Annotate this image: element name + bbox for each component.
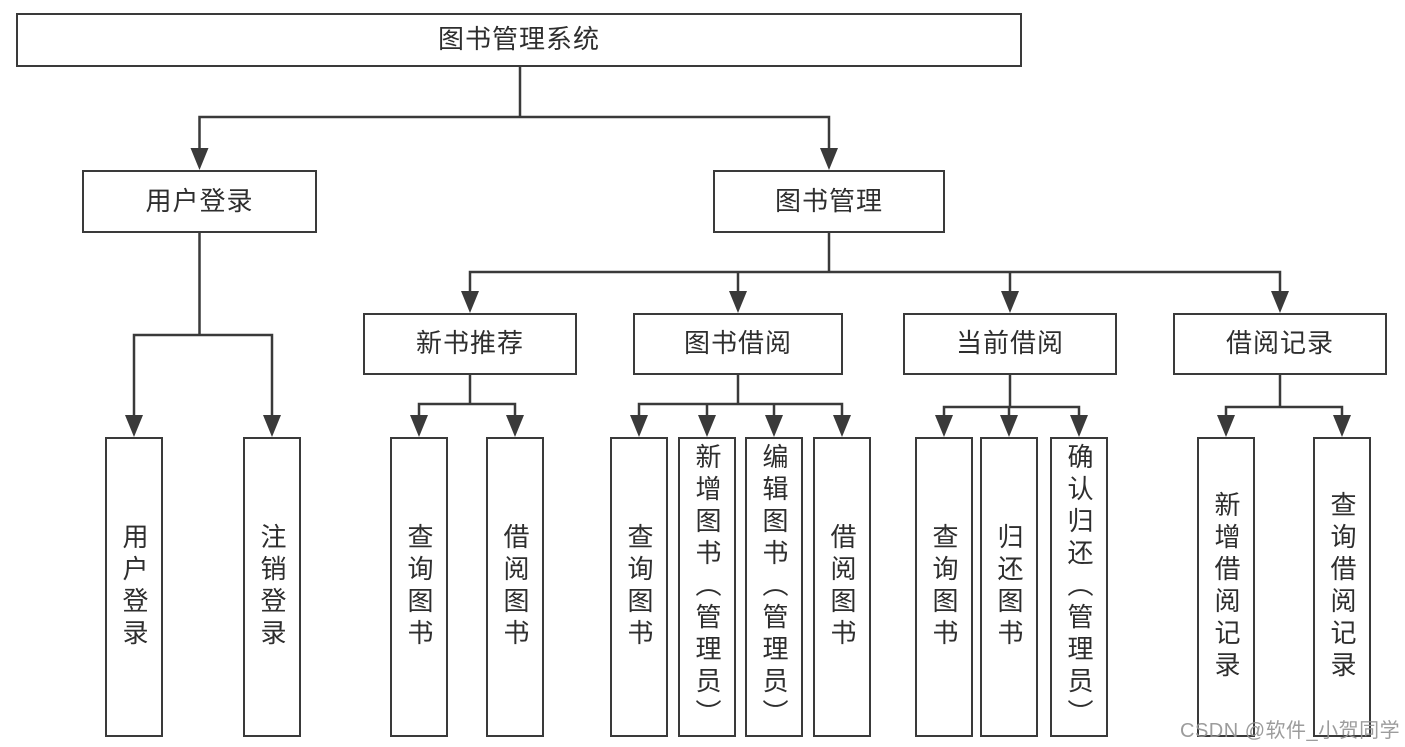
node-root-system: 图书管理系统 bbox=[16, 13, 1022, 67]
leaf-query-borrow-record: 查询借阅记录 bbox=[1313, 437, 1371, 737]
arrowheads bbox=[125, 148, 1351, 437]
node-new-book-recommend: 新书推荐 bbox=[363, 313, 577, 375]
node-book-borrow: 图书借阅 bbox=[633, 313, 843, 375]
leaf-logout-login: 注销登录 bbox=[243, 437, 301, 737]
leaf-borrow-books-recommend: 借阅图书 bbox=[486, 437, 544, 737]
node-book-management: 图书管理 bbox=[713, 170, 945, 233]
leaf-query-books-recommend: 查询图书 bbox=[390, 437, 448, 737]
connector-segments bbox=[132, 65, 1344, 420]
leaf-borrow-books: 借阅图书 bbox=[813, 437, 871, 737]
leaf-query-books-borrow: 查询图书 bbox=[610, 437, 668, 737]
leaf-return-books: 归还图书 bbox=[980, 437, 1038, 737]
csdn-watermark: CSDN @软件_小贺同学 bbox=[1180, 720, 1401, 742]
leaf-edit-books-admin: 编辑图书（管理员） bbox=[745, 437, 803, 737]
leaf-add-borrow-record: 新增借阅记录 bbox=[1197, 437, 1255, 737]
leaf-add-books-admin: 新增图书（管理员） bbox=[678, 437, 736, 737]
leaf-user-login: 用户登录 bbox=[105, 437, 163, 737]
node-borrow-records: 借阅记录 bbox=[1173, 313, 1387, 375]
leaf-confirm-return-admin: 确认归还（管理员） bbox=[1050, 437, 1108, 737]
leaf-query-books-current: 查询图书 bbox=[915, 437, 973, 737]
node-current-borrow: 当前借阅 bbox=[903, 313, 1117, 375]
node-user-login: 用户登录 bbox=[82, 170, 317, 233]
